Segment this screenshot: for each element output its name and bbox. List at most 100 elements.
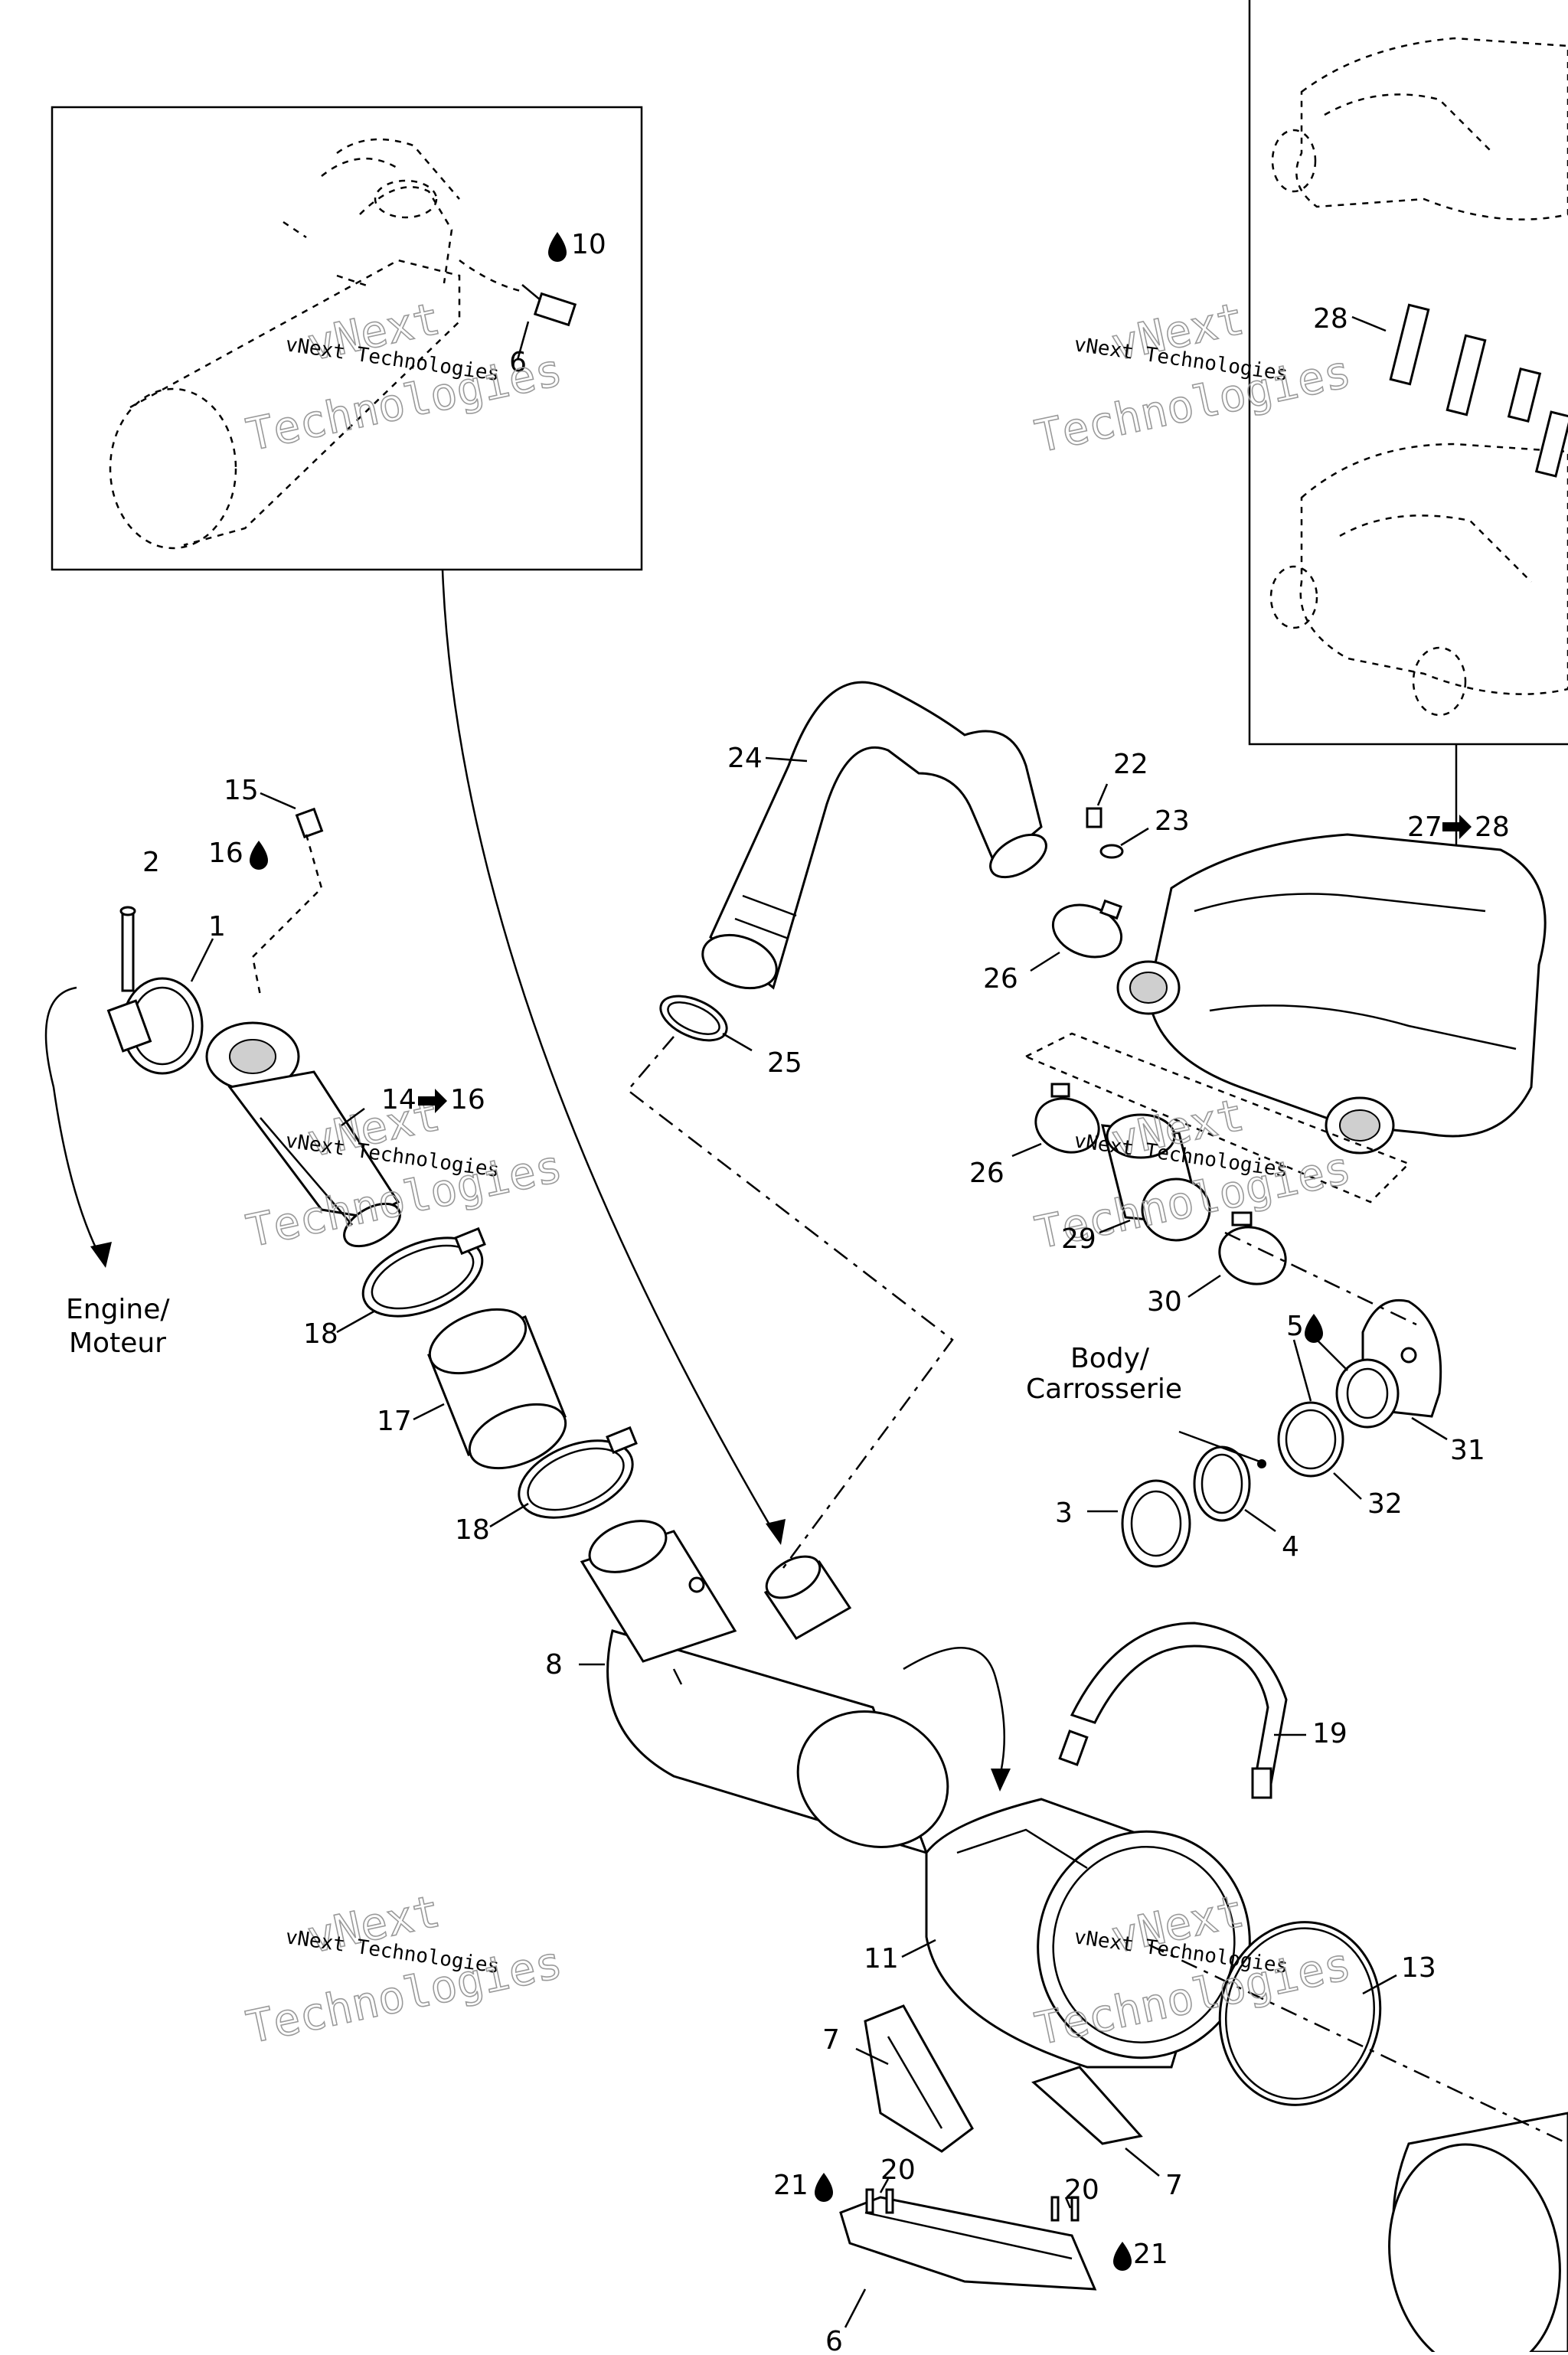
- inset-muffler-outline: [109, 138, 521, 550]
- gasket-part-32: [1277, 1401, 1344, 1478]
- sleeve-part-29: [1101, 1113, 1211, 1242]
- callout-18-upper: 18: [303, 1318, 338, 1350]
- callout-29: 29: [1061, 1223, 1096, 1255]
- callout-18-lower: 18: [455, 1514, 490, 1546]
- assembly-arrow-8-11: [903, 1647, 1006, 1777]
- inset-sensor-detail: 10 9: [51, 106, 643, 571]
- callout-16: 16: [208, 838, 243, 869]
- leader-31: [1411, 1416, 1448, 1441]
- callout-14: 14: [381, 1084, 416, 1115]
- leader-5: [1292, 1339, 1348, 1402]
- callout-8: 8: [545, 1649, 563, 1681]
- callout-20-right: 20: [1064, 2174, 1099, 2206]
- kit-outline-dashed: [1024, 1032, 1411, 1204]
- liquid-drop-icon: [548, 232, 567, 262]
- liquid-drop-icon: [815, 2173, 833, 2202]
- leader-7-right: [1125, 2148, 1160, 2177]
- leader-29: [1099, 1219, 1131, 1234]
- callout-25: 25: [767, 1047, 802, 1079]
- callout-27: 27: [1407, 812, 1442, 843]
- leader-28: [1351, 315, 1387, 332]
- callout-7-left: 7: [822, 2024, 840, 2056]
- leader-1: [190, 938, 214, 982]
- engine-label-line1: Engine/: [66, 1294, 170, 1325]
- inset-frame-right: [1248, 0, 1568, 746]
- callout-24: 24: [727, 743, 763, 774]
- callout-1: 1: [208, 911, 226, 942]
- centerline-11-13: [1148, 1943, 1568, 2145]
- strap-part-19: [1058, 1622, 1288, 1799]
- bracket-part-7-right: [1031, 2066, 1143, 2145]
- leader-18-lower: [489, 1502, 529, 1528]
- leader-15: [260, 792, 296, 810]
- watermark-5: vNext vNext Technologies Technologies: [241, 1884, 567, 2054]
- clamp-part-18-upper: [361, 1236, 484, 1318]
- callout-5: 5: [1286, 1311, 1304, 1342]
- callout-23: 23: [1155, 805, 1190, 837]
- inset-leader-line: [441, 569, 775, 1532]
- callout-10: 10: [571, 229, 606, 260]
- inset-frame-left: [51, 106, 643, 571]
- oxygen-sensor-part-9: [516, 284, 577, 361]
- skid-plate-part-6: [839, 2188, 1097, 2291]
- exhaust-pipe-part-24: [701, 681, 1047, 990]
- body-label-line1: Body/: [1070, 1343, 1150, 1374]
- clamp-part-18-lower: [518, 1439, 634, 1519]
- callout-6: 6: [825, 2326, 843, 2352]
- clamp-part-26-lower: [1034, 1083, 1100, 1154]
- callout-16-range-end: 16: [450, 1084, 485, 1115]
- callout-9: 9: [509, 345, 527, 376]
- callout-22: 22: [1113, 749, 1148, 780]
- leader-7-left: [855, 2047, 889, 2066]
- callout-13: 13: [1401, 1952, 1436, 1984]
- engine-direction-line: [44, 986, 101, 1256]
- callout-32: 32: [1367, 1488, 1403, 1520]
- engine-annotation: Engine/ Moteur: [66, 1294, 170, 1359]
- leader-17: [413, 1403, 445, 1421]
- callout-3: 3: [1055, 1498, 1073, 1529]
- callout-19: 19: [1312, 1718, 1348, 1749]
- heat-shield-part-27: [1116, 833, 1547, 1155]
- leader-20-right: [1064, 2197, 1072, 2209]
- callout-17: 17: [377, 1406, 412, 1437]
- leader-24: [765, 756, 808, 763]
- spacer-pieces-28: [1389, 303, 1568, 478]
- leader-20-left: [879, 2178, 890, 2193]
- clamp-part-26-upper: [1051, 903, 1123, 959]
- liquid-drop-icon: [1305, 1314, 1323, 1343]
- callout-27-to-28: 27 28: [1407, 812, 1510, 843]
- right-arrow-icon: [1442, 815, 1472, 839]
- heat-shield-part-11: [925, 1798, 1251, 2069]
- body-mount-line: [1178, 1430, 1263, 1464]
- leader-13: [1362, 1974, 1397, 1995]
- callout-11: 11: [864, 1943, 899, 1974]
- watermark-2: vNext vNext Technologies Technologies: [1030, 292, 1356, 463]
- callout-28-range-end: 28: [1475, 812, 1510, 843]
- callout-26-lower: 26: [969, 1158, 1004, 1189]
- leader-18-upper: [336, 1309, 376, 1334]
- callout-21-left: 21: [773, 2170, 808, 2201]
- liquid-drop-icon: [1113, 2242, 1132, 2271]
- nut-part-3: [1121, 1479, 1191, 1568]
- leader-11: [901, 1939, 936, 1958]
- callout-15: 15: [224, 775, 259, 806]
- routing-dashed-line-25-8: [626, 1036, 954, 1572]
- callout-31: 31: [1450, 1435, 1485, 1466]
- bolt-part-22: [1086, 807, 1102, 828]
- callout-20-left: 20: [880, 2154, 916, 2186]
- leader-4: [1244, 1508, 1276, 1533]
- plug-part-15: [295, 807, 324, 839]
- leader-26-lower: [1011, 1142, 1042, 1158]
- callout-2: 2: [142, 847, 160, 878]
- body-annotation: Body/ Carrosserie: [1026, 1343, 1182, 1405]
- leader-6: [844, 2288, 867, 2328]
- callout-10-with-drop: 10: [548, 229, 606, 262]
- muffler-part-8: [580, 1520, 949, 1855]
- body-label-line2: Carrosserie: [1026, 1373, 1182, 1405]
- inset-heat-shield-detail: 28: [1248, 0, 1568, 746]
- right-arrow-icon: [418, 1089, 447, 1113]
- callout-4: 4: [1282, 1531, 1299, 1563]
- leader-14: [341, 1107, 365, 1127]
- callout-30: 30: [1147, 1286, 1182, 1318]
